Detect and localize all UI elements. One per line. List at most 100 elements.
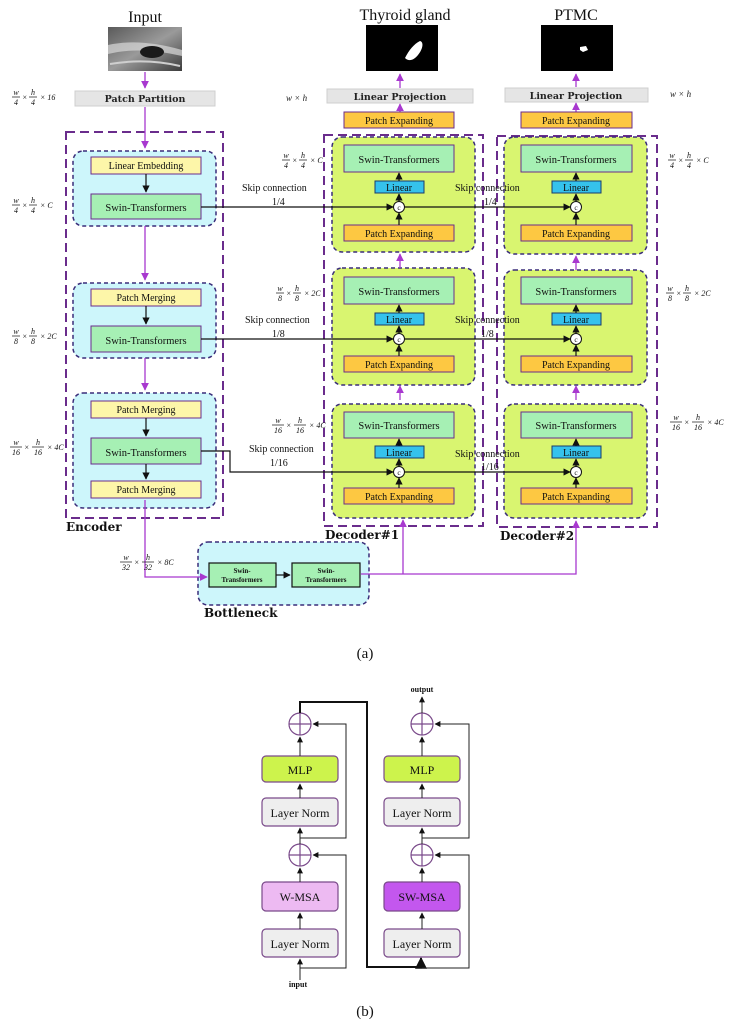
encoder-swin-3 <box>90 437 202 465</box>
svg-text:×: × <box>286 289 291 298</box>
d1-linear-3-label: Linear <box>386 448 413 459</box>
linear-projection-bar-2 <box>504 87 649 103</box>
mlp-right-label: MLP <box>410 763 435 777</box>
svg-text:× 8C: × 8C <box>157 558 174 567</box>
svg-text:16: 16 <box>672 423 680 432</box>
svg-text:×: × <box>684 418 689 427</box>
skip-scale-3b: 1/16 <box>481 462 499 473</box>
concat-nodes: c c c c c c <box>393 201 582 478</box>
dim-wxh-right: w × h <box>670 89 692 99</box>
dimension-labels: w 4 × h 4 × 16 w 4 × h 4 × C <box>10 88 724 572</box>
svg-text:4: 4 <box>14 206 18 215</box>
d1-swin-2-label: Swin-Transformers <box>358 287 439 298</box>
svg-text:8: 8 <box>31 337 35 346</box>
layer-norm-right-top-label: Layer Norm <box>393 806 453 820</box>
dim-w4-h4-c-left: w 4 × h 4 × C <box>12 196 53 215</box>
svg-text:8: 8 <box>14 337 18 346</box>
svg-text:h: h <box>146 553 150 562</box>
d2-swin-3-label: Swin-Transformers <box>535 421 616 432</box>
encoder-label: Encoder <box>66 520 122 534</box>
patch-merging-1-label: Patch Merging <box>117 293 176 304</box>
linear-projection-bar-1 <box>326 88 474 104</box>
svg-text:h: h <box>31 327 35 336</box>
d1-swin-1-label: Swin-Transformers <box>358 155 439 166</box>
d1-swin-3 <box>343 411 455 439</box>
svg-text:w: w <box>13 88 19 97</box>
svg-text:× 4C: × 4C <box>707 418 724 427</box>
d2-swin-2 <box>520 276 633 305</box>
svg-text:× C: × C <box>696 156 709 165</box>
decoder1-blocks: Swin-Transformers Linear Patch Expanding… <box>343 144 455 505</box>
bottleneck-panel <box>197 541 370 606</box>
encoder-blocks: Linear Embedding Swin-Transformers Patch… <box>90 156 202 499</box>
skip-label-3b: Skip connection <box>455 449 520 460</box>
patch-expanding-top-2 <box>520 111 633 129</box>
d2-linear-2-label: Linear <box>563 315 590 326</box>
svg-text:w: w <box>673 413 679 422</box>
dim-w4-h4-c-right: w 4 × h 4 × C <box>668 151 709 170</box>
layer-norm-left-top-label: Layer Norm <box>271 806 331 820</box>
svg-text:16: 16 <box>296 426 304 435</box>
svg-text:× 2C: × 2C <box>694 289 711 298</box>
skip-scale-3: 1/16 <box>270 458 288 469</box>
skip-scale-2b: 1/8 <box>481 329 494 340</box>
svg-text:4: 4 <box>687 161 691 170</box>
skip-label-1: Skip connection <box>242 183 307 194</box>
dim-w4-h4-16: w 4 × h 4 × 16 <box>12 88 55 107</box>
encoder-swin-3-label: Swin-Transformers <box>105 448 186 459</box>
svg-text:32: 32 <box>121 563 130 572</box>
patch-expanding-top-1 <box>343 111 455 129</box>
svg-text:×: × <box>676 289 681 298</box>
d2-swin-3 <box>520 411 633 439</box>
d2-swin-2-label: Swin-Transformers <box>535 287 616 298</box>
d2-patch-expanding-3-label: Patch Expanding <box>542 492 610 503</box>
concat-symbol: c <box>397 203 401 212</box>
dim-w8-h8-2c-right: w 8 × h 8 × 2C <box>666 284 711 303</box>
encoder-swin-2-label: Swin-Transformers <box>105 336 186 347</box>
title-input: Input <box>128 9 162 26</box>
svg-text:w: w <box>13 438 19 447</box>
svg-text:8: 8 <box>668 294 672 303</box>
sw-msa-label: SW-MSA <box>398 890 446 904</box>
svg-text:× 2C: × 2C <box>40 332 57 341</box>
decoder1-panel <box>323 134 484 527</box>
mlp-left-label: MLP <box>288 763 313 777</box>
svg-text:×: × <box>292 156 297 165</box>
svg-text:16: 16 <box>274 426 282 435</box>
svg-text:w: w <box>13 327 19 336</box>
dim-w16-h16-4c-left: w 16 × h 16 × 4C <box>10 438 64 457</box>
concat-symbol: c <box>574 335 578 344</box>
linear-projection-label-1: Linear Projection <box>354 92 447 103</box>
svg-text:4: 4 <box>284 161 288 170</box>
skip-scale-2: 1/8 <box>272 329 285 340</box>
purple-flow <box>141 72 580 581</box>
bottleneck-swin-1-line2: Transformers <box>221 576 262 584</box>
svg-text:16: 16 <box>694 423 702 432</box>
svg-text:h: h <box>31 196 35 205</box>
svg-text:× 4C: × 4C <box>309 421 326 430</box>
svg-text:w: w <box>669 151 675 160</box>
svg-text:w: w <box>283 151 289 160</box>
svg-text:h: h <box>685 284 689 293</box>
skip-label-2b: Skip connection <box>455 315 520 326</box>
d2-swin-1-label: Swin-Transformers <box>535 155 616 166</box>
dim-w4-h4-c-d1: w 4 × h 4 × C <box>282 151 323 170</box>
svg-text:×: × <box>286 421 291 430</box>
dim-w8-h8-2c-d1: w 8 × h 8 × 2C <box>276 284 321 303</box>
d2-patch-expanding-2-label: Patch Expanding <box>542 360 610 371</box>
d1-linear-2-label: Linear <box>386 315 413 326</box>
dim-wxh-left: w × h <box>286 93 308 103</box>
bottleneck-swin-1-line1: Swin- <box>233 567 251 575</box>
patch-merging-3-label: Patch Merging <box>117 485 176 496</box>
svg-text:h: h <box>36 438 40 447</box>
swin-block-left: Layer Norm W-MSA Layer Norm MLP <box>261 712 347 989</box>
svg-text:×: × <box>24 443 29 452</box>
patch-merging-2-label: Patch Merging <box>117 405 176 416</box>
svg-text:w: w <box>277 284 283 293</box>
dim-w32-h32-8c: w 32 × h 32 × 8C <box>120 553 174 572</box>
d1-swin-1 <box>343 144 455 173</box>
svg-text:4: 4 <box>670 161 674 170</box>
skip-label-1b: Skip connection <box>455 183 520 194</box>
dim-w8-h8-2c-left: w 8 × h 8 × 2C <box>12 327 57 346</box>
svg-text:h: h <box>31 88 35 97</box>
